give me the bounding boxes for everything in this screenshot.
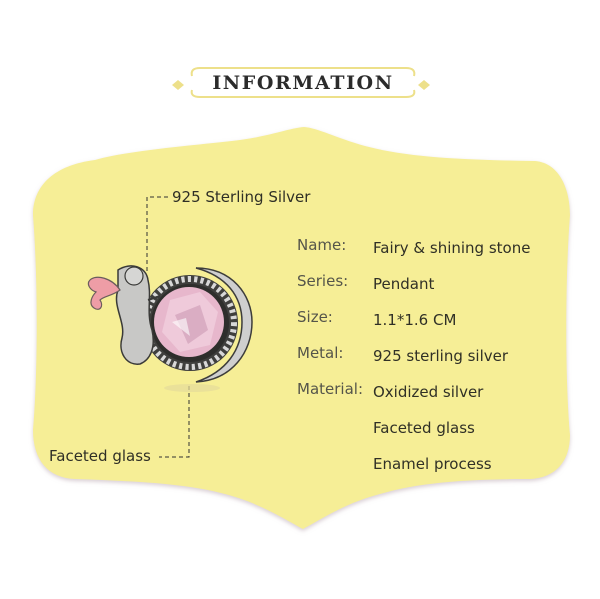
callout-bottom-label: Faceted glass [49,447,151,465]
spec-value: 1.1*1.6 CM [373,311,457,329]
spec-value: Enamel process [373,455,492,473]
spec-label: Metal: [297,344,344,362]
spec-label: Size: [297,308,333,326]
spec-value: Pendant [373,275,435,293]
callout-connectors [146,196,190,458]
fairy-charm-image [87,265,253,392]
right-diamond-icon [418,80,430,90]
spec-value: 925 sterling silver [373,347,509,365]
spec-value: Fairy & shining stone [373,239,531,257]
spec-label: Material: [297,380,363,398]
left-diamond-icon [172,80,184,90]
spec-value: Oxidized silver [373,383,484,401]
title-banner [172,67,430,98]
callout-top-label: 925 Sterling Silver [172,188,311,206]
spec-label: Series: [297,272,349,290]
spec-label: Name: [297,236,347,254]
plaque-shape [33,127,570,529]
page-title: INFORMATION [212,72,394,94]
spec-value: Faceted glass [373,419,475,437]
